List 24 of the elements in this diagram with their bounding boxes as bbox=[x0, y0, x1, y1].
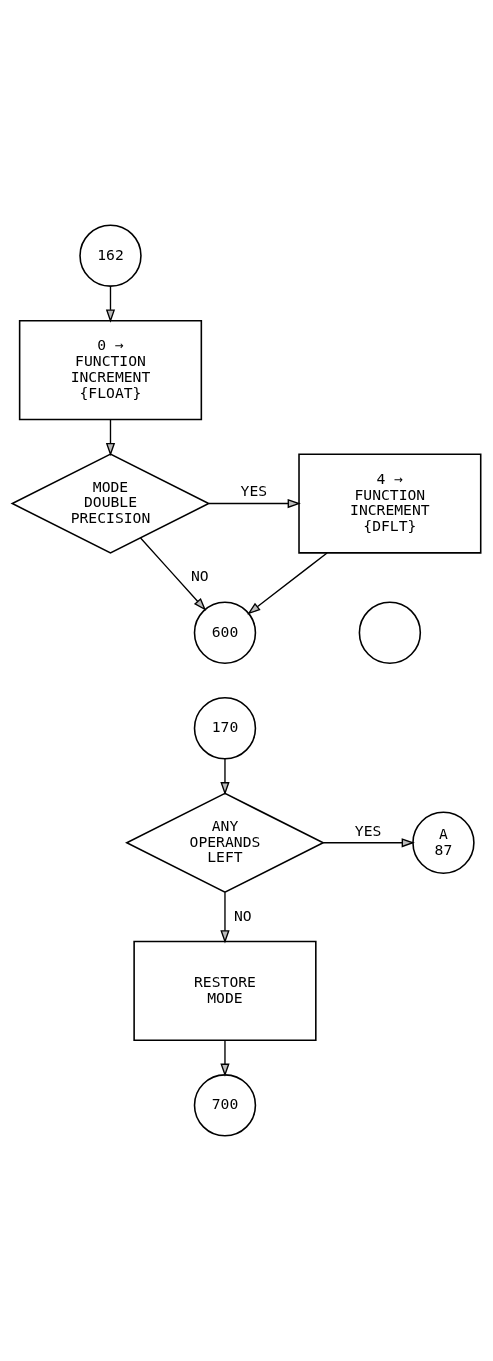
node-box: RESTORE MODE bbox=[133, 940, 317, 1041]
node-circle: 170 bbox=[193, 697, 257, 760]
arrow bbox=[322, 838, 415, 848]
node-circle: 162 bbox=[79, 224, 142, 287]
node-circle: A 87 bbox=[412, 811, 475, 874]
node-diamond: MODE DOUBLE PRECISION bbox=[10, 453, 211, 554]
node-circle: 700 bbox=[193, 1074, 257, 1137]
arrow bbox=[247, 552, 328, 615]
edge-label: YES bbox=[354, 821, 382, 839]
edge-label: YES bbox=[240, 482, 268, 500]
arrow bbox=[105, 285, 116, 323]
node-circle: 600 bbox=[193, 601, 257, 664]
arrow bbox=[220, 1039, 230, 1077]
edge-label: NO bbox=[190, 567, 209, 585]
node-box: 0 → FUNCTION INCREMENT {FLOAT} bbox=[18, 320, 203, 421]
edge-label: NO bbox=[233, 906, 252, 924]
arrow bbox=[220, 891, 230, 944]
arrow bbox=[139, 537, 207, 611]
arrow bbox=[220, 758, 230, 796]
node-box: 4 → FUNCTION INCREMENT {DFLT} bbox=[298, 453, 482, 554]
node-circle bbox=[358, 601, 422, 664]
arrow bbox=[208, 498, 301, 509]
node-diamond: ANY OPERANDS LEFT bbox=[125, 792, 325, 893]
arrow bbox=[105, 419, 116, 457]
